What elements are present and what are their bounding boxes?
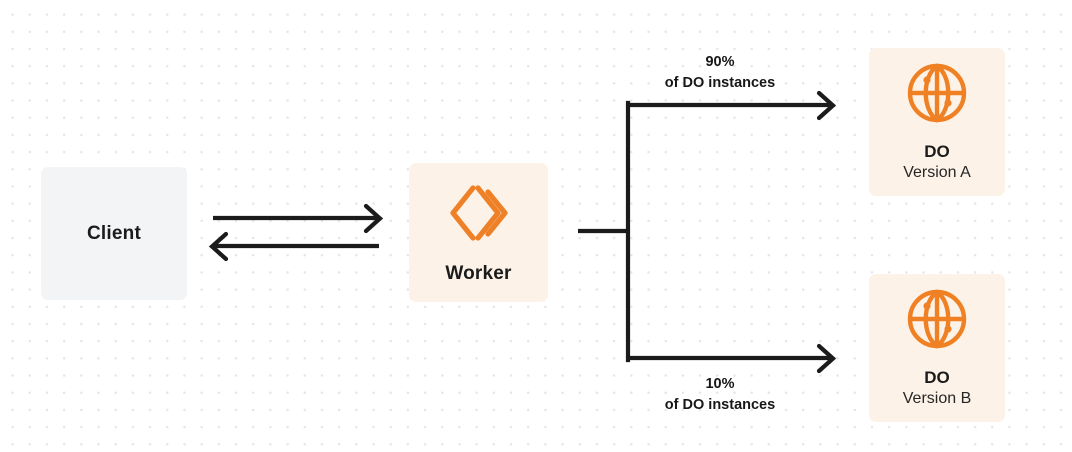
node-worker[interactable]: Worker [409, 163, 548, 302]
node-do-a-label: DO [924, 141, 950, 161]
node-worker-label: Worker [445, 263, 512, 284]
cloudflare-workers-icon [448, 184, 510, 247]
edge-client-to-worker [213, 203, 384, 234]
edge-label-top-detail: of DO instances [664, 75, 776, 92]
edge-branch-trunk [578, 100, 631, 363]
node-client[interactable]: Client [41, 167, 187, 300]
node-do-b-label: DO [924, 367, 950, 387]
edge-label-top-percent: 90% [705, 54, 735, 70]
globe-icon [906, 62, 968, 129]
edge-label-90-percent: 90% of DO instances [600, 52, 840, 94]
edge-worker-to-do-a [626, 90, 837, 121]
node-do-version-a[interactable]: DO Version A [869, 48, 1005, 196]
edge-label-10-percent: 10% of DO instances [600, 374, 840, 416]
globe-icon [906, 288, 968, 355]
edge-worker-to-do-b [626, 343, 837, 374]
node-client-label: Client [87, 222, 141, 244]
node-do-version-b[interactable]: DO Version B [869, 274, 1005, 422]
edge-label-bottom-percent: 10% [705, 376, 735, 392]
node-do-b-version: Version B [902, 390, 972, 408]
node-do-a-version: Version A [903, 164, 971, 182]
edge-label-bottom-detail: of DO instances [664, 397, 776, 414]
edge-worker-to-client [208, 231, 379, 262]
